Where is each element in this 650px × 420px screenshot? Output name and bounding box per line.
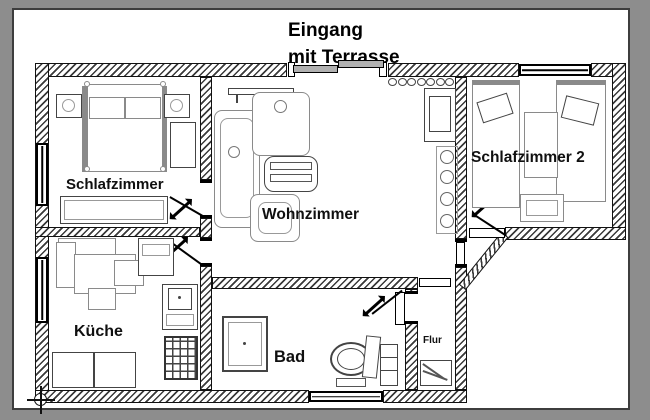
room-label-bad: Bad	[274, 348, 306, 366]
stool-seat	[526, 200, 558, 216]
wall-top-middle-segment	[388, 63, 519, 77]
window-kitchen-left	[36, 257, 48, 323]
person-on-armchair	[274, 100, 287, 113]
wall-bedroom2-bottom	[505, 227, 626, 240]
wall-bedroom-kitchen-divider	[35, 227, 200, 237]
single-bed-left-headrail	[472, 80, 520, 85]
tv	[429, 96, 451, 132]
toilet-step	[336, 378, 366, 387]
wall-right	[612, 63, 626, 240]
room-label-schlafzimmer2: Schlafzimmer 2	[471, 149, 585, 166]
bath-cabinet-shelf	[380, 357, 398, 359]
door-leaf-bath	[395, 292, 405, 325]
entrance-door-leaf-right	[338, 60, 384, 68]
lounge-chair-seat	[258, 202, 292, 234]
decor-circle-row	[388, 78, 456, 88]
bed-post	[84, 81, 90, 87]
shower-tray	[228, 322, 262, 366]
wall-hall-right	[455, 267, 467, 390]
plant	[440, 192, 454, 206]
toilet-seat	[337, 348, 365, 370]
plant	[440, 150, 454, 164]
kitchen-chair-right	[114, 260, 144, 286]
kitchen-cabinet-drawer	[142, 244, 170, 256]
kitchen-bench-left	[56, 242, 76, 288]
wall-bottom-left-segment	[35, 390, 309, 403]
room-label-schlafzimmer: Schlafzimmer	[66, 176, 164, 193]
stool	[520, 194, 564, 222]
door-leaf-vestibule	[456, 242, 465, 265]
sideboard-inner	[64, 200, 164, 220]
door-opening-bath	[405, 291, 418, 324]
shower-drain	[243, 342, 246, 345]
bed-post	[160, 166, 166, 172]
shelf-column	[436, 146, 458, 234]
wall-inner-vertical-lower	[200, 266, 212, 390]
plan-title: Eingang mit Terrasse	[288, 18, 400, 71]
bed-rail-left	[82, 86, 87, 172]
entrance-door-leaf-left	[293, 65, 338, 73]
wall-shelf-bracket	[236, 95, 238, 103]
door-opening-kitchen	[200, 238, 212, 266]
bed-post	[84, 166, 90, 172]
nightstand-left-lamp	[62, 99, 75, 112]
kitchen-sink-basin	[168, 288, 192, 310]
door-leaf-hall	[419, 278, 451, 287]
kitchen-stove	[164, 336, 198, 380]
wall-top-left-segment	[35, 63, 287, 77]
window-bath-bottom	[309, 391, 383, 402]
plan-title-line1: Eingang	[288, 20, 363, 41]
kitchen-chair-bottom	[88, 288, 116, 310]
wall-livingroom-bath-divider	[212, 277, 418, 289]
door-opening-bedroom	[200, 180, 212, 218]
plant	[440, 214, 454, 228]
wall-bottom-right-segment	[383, 390, 467, 403]
wall-livingroom-right-upper	[455, 77, 467, 239]
bath-cabinet-shelf	[380, 370, 398, 372]
kitchen-counter-divider	[93, 352, 95, 388]
kitchen-sink-front	[166, 314, 194, 326]
double-bed-headboard-divider	[124, 97, 126, 119]
sofa-cushions	[220, 118, 254, 218]
wall-inner-vertical-middle	[200, 218, 212, 238]
person-on-sofa	[228, 146, 240, 158]
room-label-wohnzimmer: Wohnzimmer	[262, 206, 360, 223]
room-label-kueche: Küche	[74, 323, 123, 340]
plant	[440, 170, 454, 184]
nightstand-right-lamp	[170, 99, 183, 112]
wall-inner-vertical-upper	[200, 77, 212, 180]
single-bed-right-headrail	[556, 80, 606, 85]
kitchen-sink-drain	[178, 296, 181, 299]
coffee-table-inner	[270, 174, 312, 182]
window-bedroom-left	[36, 143, 48, 206]
coffee-table-inner	[270, 162, 312, 170]
room-label-flur: Flur	[423, 335, 442, 346]
bath-cabinet	[380, 344, 398, 386]
dresser	[170, 122, 196, 168]
origin-mark-vline	[40, 386, 42, 414]
bed-post	[160, 81, 166, 87]
window-bedroom2-top	[519, 64, 591, 76]
bed-rail-right	[162, 86, 167, 172]
desk-between-beds	[524, 112, 558, 178]
